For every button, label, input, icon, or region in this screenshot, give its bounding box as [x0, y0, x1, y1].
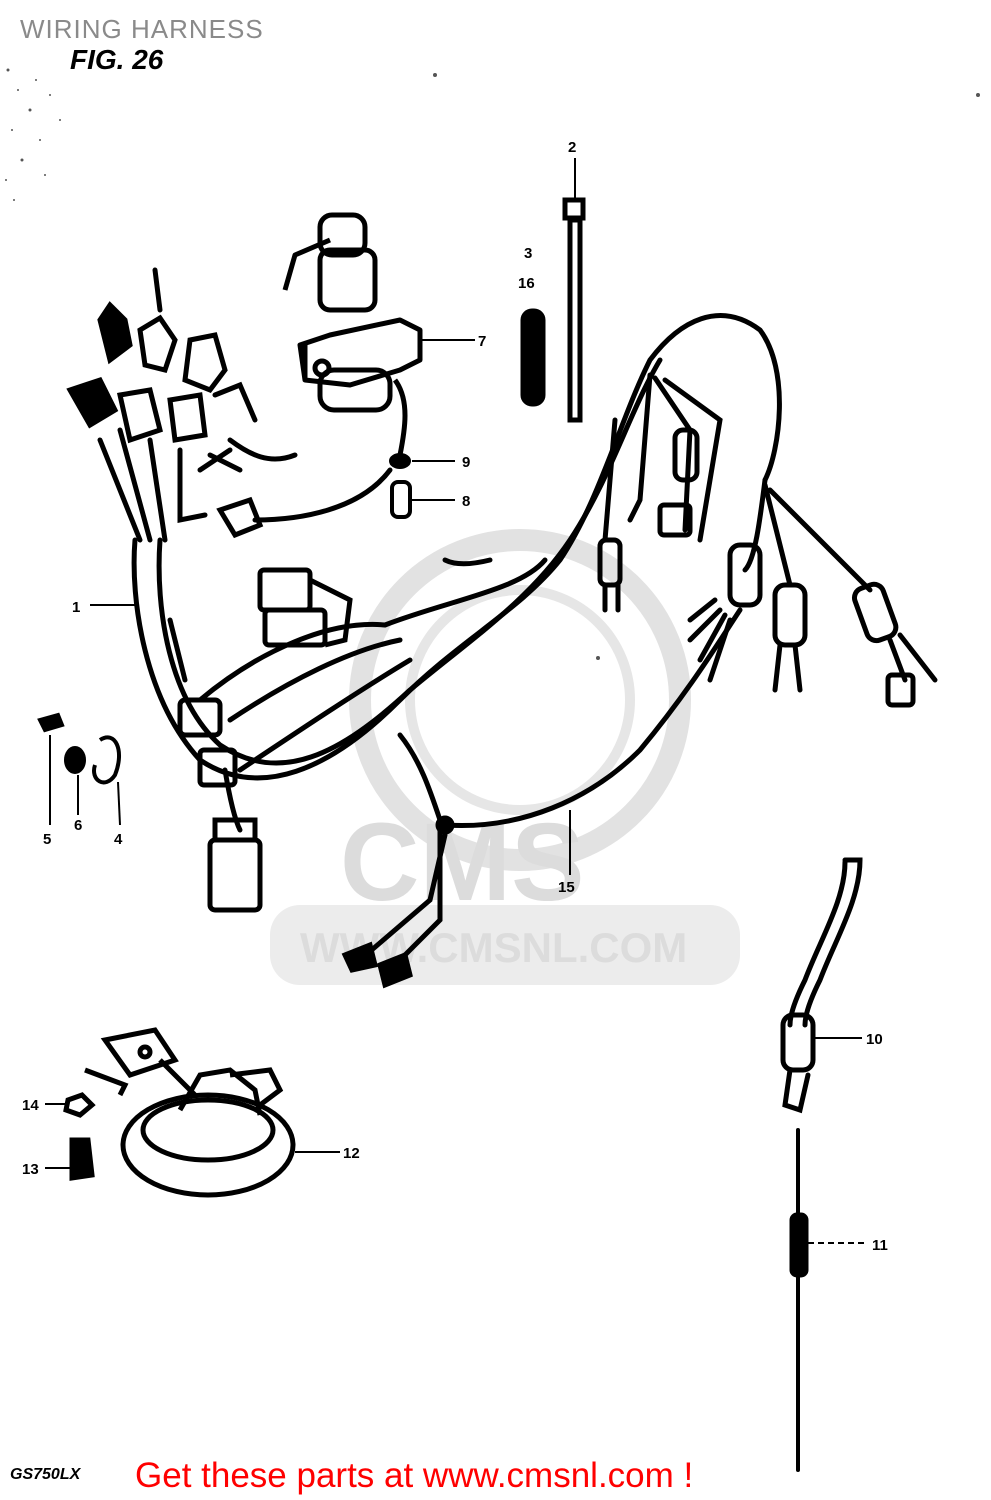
- leader-lines: [45, 158, 865, 1244]
- main-harness: [131, 313, 782, 833]
- grommet-and-plug: [389, 453, 412, 519]
- callout-13: 13: [22, 1161, 39, 1178]
- page-title: WIRING HARNESS: [20, 14, 264, 44]
- small-fasteners: [37, 712, 121, 785]
- callout-5: 5: [43, 831, 51, 848]
- callout-12: 12: [343, 1145, 360, 1162]
- callout-11: 11: [872, 1237, 888, 1254]
- callout-labels: 1 2 3 16 4 5 6 7 8 9 10 11 12 13 14 15: [22, 139, 888, 1254]
- watermark: CMS WWW.CMSNL.COM: [270, 529, 740, 985]
- connector-bundle: [66, 267, 393, 543]
- callout-9: 9: [462, 454, 470, 471]
- sleeve-part-3: [520, 308, 546, 407]
- wire-15: [341, 607, 743, 989]
- scan-noise: [5, 68, 980, 660]
- brake-switch: [780, 857, 863, 1472]
- callout-1: 1: [72, 599, 80, 616]
- right-branch-connectors: [597, 372, 938, 708]
- cta-link[interactable]: Get these parts at www.cmsnl.com !: [135, 1456, 694, 1495]
- relay-box: [257, 567, 353, 648]
- callout-7: 7: [478, 333, 486, 350]
- model-code: GS750LX: [10, 1466, 81, 1483]
- callout-2: 2: [568, 139, 576, 156]
- callout-10: 10: [866, 1031, 883, 1048]
- callout-16: 16: [518, 275, 535, 292]
- callout-6: 6: [74, 817, 82, 834]
- callout-15: 15: [558, 879, 575, 896]
- horn: [63, 1027, 296, 1198]
- figure-label: FIG. 26: [70, 44, 164, 75]
- watermark-logo: CMS: [340, 801, 584, 924]
- callout-14: 14: [22, 1097, 39, 1114]
- callout-4: 4: [114, 831, 123, 848]
- callout-8: 8: [462, 493, 470, 510]
- callout-3: 3: [524, 245, 532, 262]
- ignition-switch: [282, 212, 423, 456]
- lower-connector: [177, 697, 263, 913]
